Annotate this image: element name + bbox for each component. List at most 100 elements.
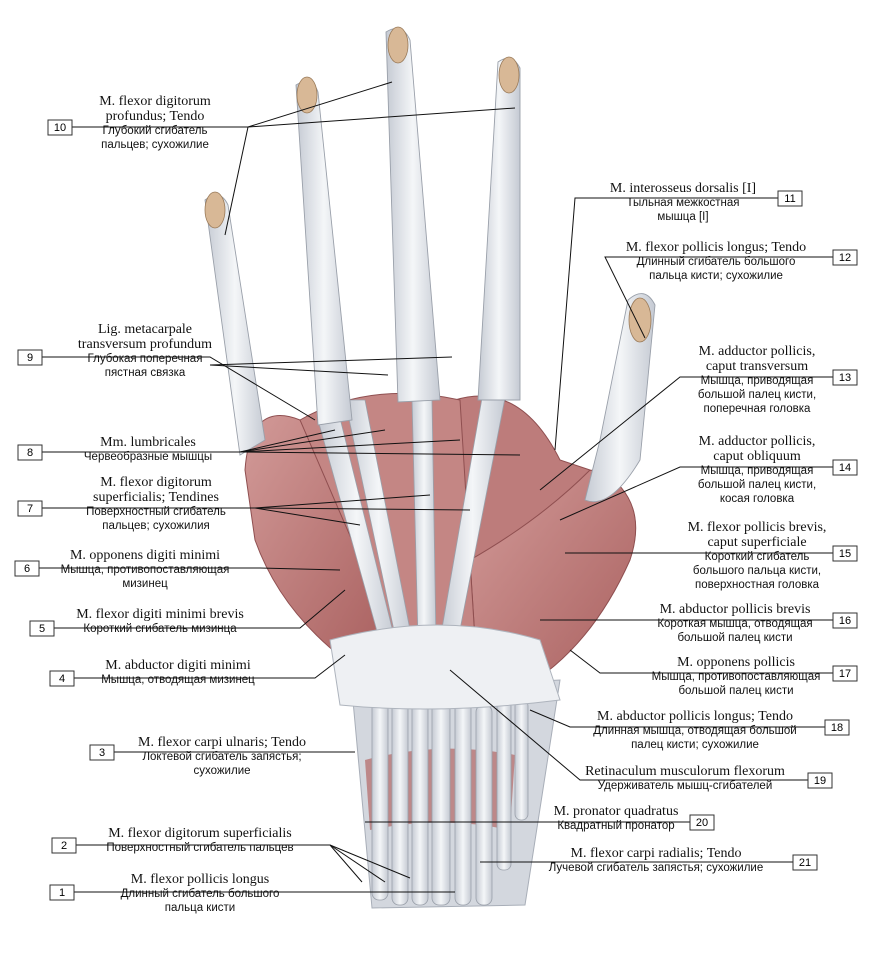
svg-text:12: 12: [839, 252, 851, 264]
russian-name: Мышца, противопоставляющая: [651, 671, 821, 683]
box-11: 11: [777, 190, 803, 207]
russian-name: Локтевой сгибатель запястья;: [142, 751, 302, 763]
box-4: 4: [49, 670, 75, 687]
box-1: 1: [49, 884, 75, 901]
russian-name: Короткая мышца, отводящая: [657, 618, 813, 630]
latin-name: M. opponens digiti minimi: [69, 548, 221, 563]
svg-text:11: 11: [784, 193, 795, 205]
latin-name: profundus; Tendo: [105, 109, 205, 124]
fingers: [204, 27, 656, 502]
svg-text:18: 18: [831, 722, 843, 734]
russian-name: Квадратный пронатор: [557, 820, 675, 832]
russian-name: мышца [I]: [657, 211, 709, 223]
latin-name: M. flexor digitorum: [99, 94, 211, 109]
russian-name: большой палец кисти,: [697, 479, 817, 491]
box-17: 17: [832, 665, 858, 682]
russian-name: пальцев; сухожилия: [102, 520, 210, 532]
box-9: 9: [17, 349, 43, 366]
box-20: 20: [689, 814, 715, 831]
russian-name: Глубокая поперечная: [87, 353, 203, 365]
russian-name: большой палец кисти,: [697, 389, 817, 401]
middle-finger: [385, 27, 441, 403]
russian-name: Глубокий сгибатель: [102, 125, 208, 137]
fingertip-bones: [204, 26, 652, 343]
latin-name: M. interosseus dorsalis [I]: [609, 181, 757, 196]
latin-name: M. adductor pollicis,: [698, 434, 816, 449]
svg-text:19: 19: [814, 775, 826, 787]
box-2: 2: [51, 837, 77, 854]
russian-name: Мышца, противопоставляющая: [60, 564, 230, 576]
russian-name: большой палец кисти: [677, 632, 793, 644]
russian-name: Мышца, приводящая: [700, 465, 814, 477]
label-15: M. flexor pollicis brevis,caput superfic…: [688, 520, 827, 592]
box-15: 15: [832, 545, 858, 562]
russian-name: Лучевой сгибатель запястья; сухожилие: [548, 862, 764, 874]
russian-name: поверхностная головка: [694, 579, 820, 591]
russian-name: пястная связка: [104, 367, 186, 379]
svg-text:2: 2: [61, 840, 67, 852]
russian-name: большого пальца кисти,: [692, 565, 822, 577]
little-finger: [204, 194, 266, 456]
box-10: 10: [47, 119, 73, 136]
russian-name: сухожилие: [193, 765, 251, 777]
number-boxes: 10 9 8 7 6 5 4 3 2 1 11 12 13 14 15 16 1…: [14, 119, 858, 901]
latin-name: M. abductor pollicis brevis: [659, 602, 811, 617]
latin-name: M. abductor pollicis longus; Tendo: [597, 709, 793, 724]
box-21: 21: [792, 854, 818, 871]
box-7: 7: [17, 500, 43, 517]
svg-text:5: 5: [39, 623, 45, 635]
box-14: 14: [832, 459, 858, 476]
label-11: M. interosseus dorsalis [I]Тыльная межко…: [610, 181, 756, 224]
russian-name: Короткий сгибатель мизинца: [83, 623, 237, 635]
svg-text:7: 7: [27, 503, 33, 515]
russian-name: палец кисти; сухожилие: [631, 739, 759, 751]
russian-name: Длинный сгибатель большого: [120, 888, 280, 900]
russian-name: Поверхностный сгибатель: [86, 506, 226, 518]
svg-text:16: 16: [839, 615, 851, 627]
retinaculum-flexorum: [329, 624, 561, 710]
latin-name: caput superficiale: [707, 535, 807, 550]
svg-text:13: 13: [839, 372, 851, 384]
russian-name: Тыльная межкостная: [626, 197, 740, 209]
latin-name: transversum profundum: [77, 337, 213, 352]
svg-text:4: 4: [59, 673, 65, 685]
latin-name: caput obliquum: [713, 449, 801, 464]
latin-name: M. flexor carpi radialis; Tendo: [570, 846, 742, 861]
latin-name: Lig. metacarpale: [97, 322, 193, 337]
latin-name: Mm. lumbricales: [100, 435, 196, 450]
svg-text:8: 8: [27, 447, 33, 459]
russian-name: Длинная мышца, отводящая большой: [593, 725, 797, 737]
russian-name: мизинец: [122, 578, 168, 590]
latin-name: M. flexor carpi ulnaris; Tendo: [138, 735, 306, 750]
russian-name: Короткий сгибатель: [704, 551, 810, 563]
svg-text:20: 20: [696, 817, 708, 829]
svg-text:14: 14: [839, 462, 851, 474]
russian-name: пальца кисти; сухожилие: [649, 270, 783, 282]
latin-name: M. flexor digiti minimi brevis: [76, 607, 244, 622]
svg-text:6: 6: [24, 563, 30, 575]
ring-finger: [295, 80, 353, 426]
russian-name: большой палец кисти: [678, 685, 794, 697]
latin-name: M. flexor pollicis longus; Tendo: [625, 240, 807, 255]
russian-name: Мышца, отводящая мизинец: [101, 674, 255, 686]
box-19: 19: [807, 772, 833, 789]
svg-text:21: 21: [799, 857, 811, 869]
svg-text:9: 9: [27, 352, 33, 364]
box-8: 8: [17, 444, 43, 461]
russian-name: Удерживатель мышц-сгибателей: [597, 780, 773, 792]
